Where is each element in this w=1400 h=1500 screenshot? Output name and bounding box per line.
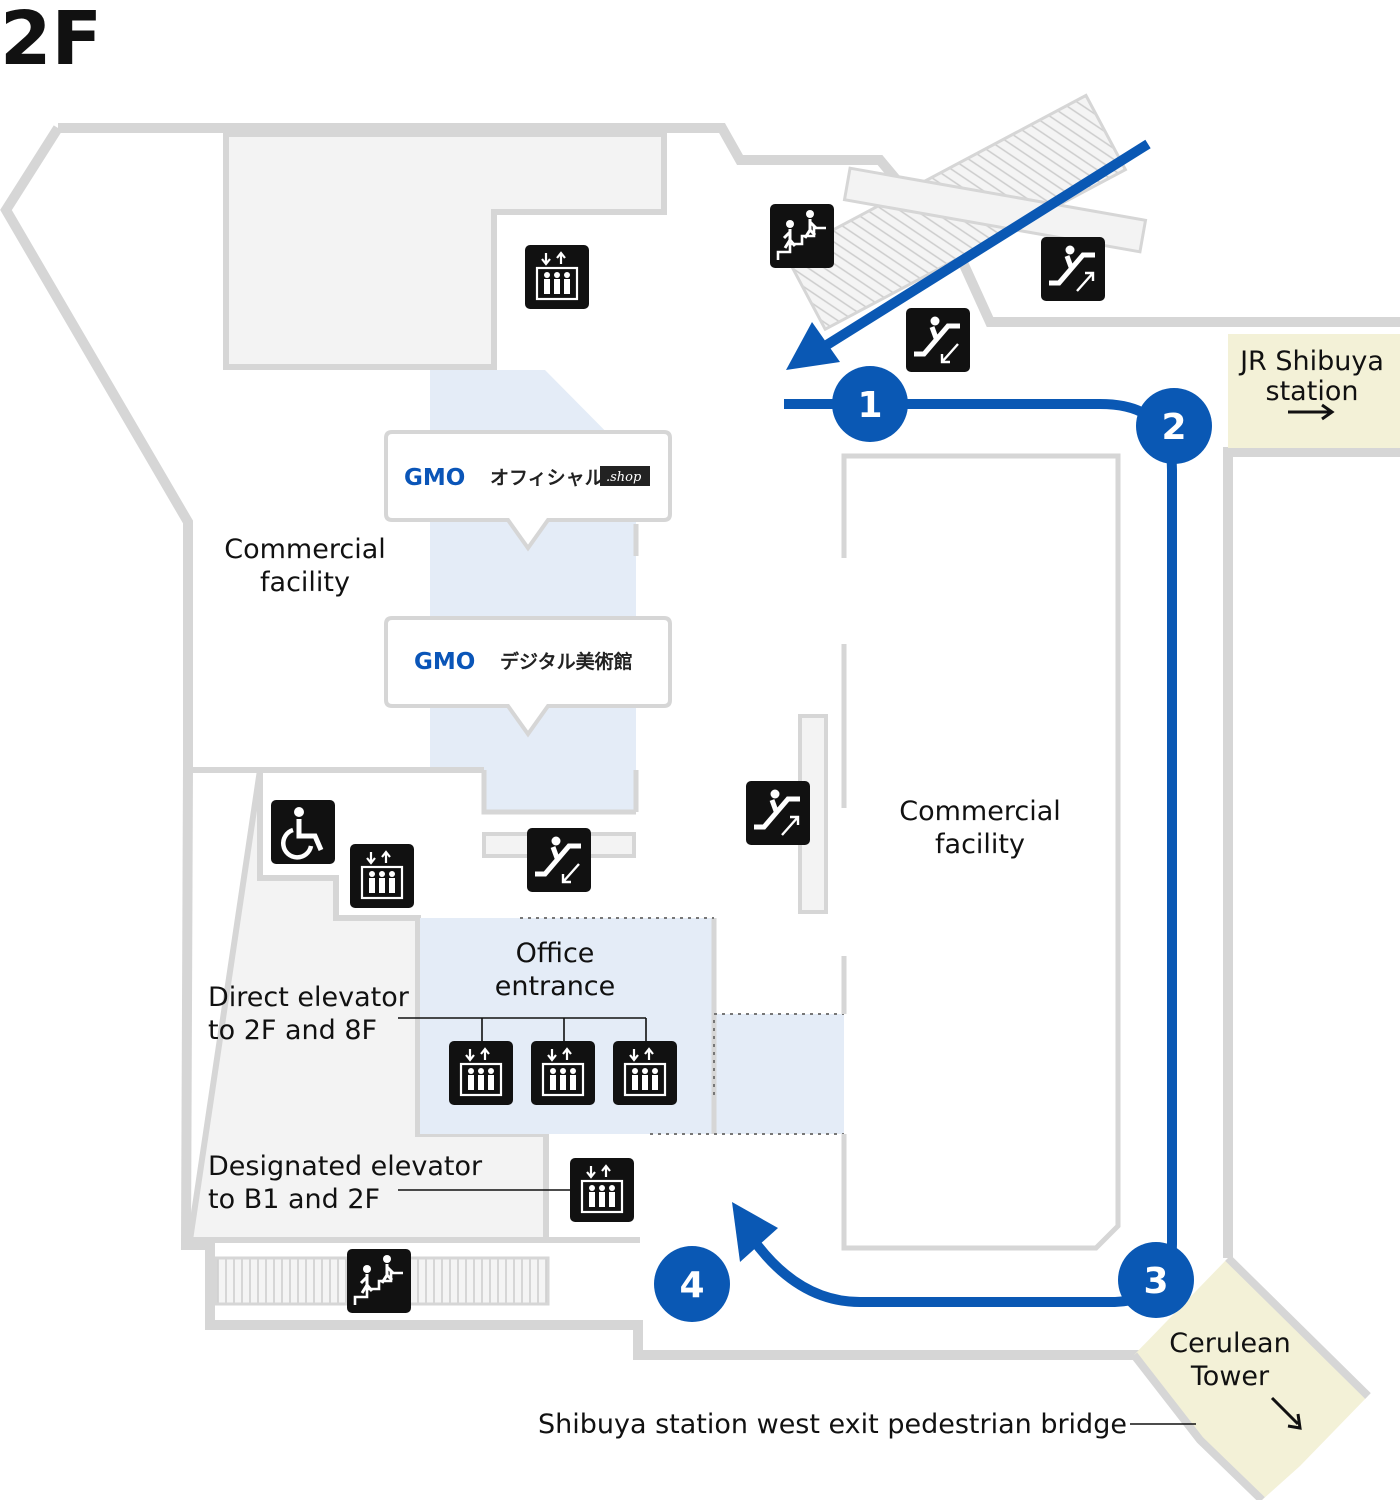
escalator-northeast [842,166,1148,254]
office-entrance-label-1: Office [516,938,595,969]
designated-elevator-label-2: to B1 and 2F [208,1184,380,1215]
office-vestibule [714,1014,844,1134]
gmo-shop-callout[interactable]: GMO オフィシャル .shop [384,430,672,552]
cerulean-label-1: Cerulean [1169,1328,1290,1359]
direct-elevator-label-2: to 2F and 8F [208,1015,377,1046]
route-step-2[interactable]: 2 [1136,388,1212,464]
jr-station-panel [1228,334,1400,448]
commercial-facility-west-label-1: Commercial [224,534,386,565]
route-step-3[interactable]: 3 [1118,1242,1194,1318]
stairs-icon[interactable] [345,1247,413,1315]
cerulean-label-2: Tower [1190,1361,1270,1392]
elevator-icon[interactable] [348,842,416,910]
svg-text:3: 3 [1143,1261,1168,1302]
commercial-facility-west-label-2: facility [260,567,350,598]
commercial-facility-east-label-2: facility [935,829,1025,860]
route-end-arrowhead [732,1202,778,1262]
commercial-block-east [841,453,1121,1251]
gmo-shop-badge: .shop [606,470,642,485]
jr-station-label-1: JR Shibuya [1238,346,1384,377]
pedestrian-bridge-label: Shibuya station west exit pedestrian bri… [538,1409,1127,1440]
svg-text:1: 1 [857,385,882,426]
escalator-up-icon[interactable] [746,781,810,845]
gmo-logo: GMO [414,649,475,675]
designated-elevator-label-1: Designated elevator [208,1151,483,1182]
route-step-1[interactable]: 1 [832,366,908,442]
building-outline-east [1223,447,1400,1258]
svg-text:2: 2 [1161,407,1186,448]
escalator-down-icon[interactable] [906,308,970,372]
service-room-north [223,131,667,370]
elevator-icon[interactable] [611,1039,679,1107]
route-step-4[interactable]: 4 [654,1246,730,1322]
service-core-south [190,770,484,812]
elevator-icon[interactable] [529,1039,597,1107]
escalator-up-icon[interactable] [1041,237,1105,301]
gmo-logo: GMO [404,465,465,491]
route-entry-arrow [803,139,1151,363]
jr-station-label-2: station [1266,376,1359,407]
cerulean-bridge [1134,1258,1368,1500]
building-outline-west [0,125,1140,1360]
wheelchair-icon[interactable] [271,800,335,864]
service-core [186,767,549,1243]
gmo-museum-callout[interactable]: GMO デジタル美術館 [384,616,672,738]
svg-text:4: 4 [679,1265,704,1306]
elevator-icon[interactable] [523,243,591,311]
leader-direct-elevator [398,1017,647,1042]
stairs-icon[interactable] [768,202,836,270]
elevator-icon[interactable] [568,1156,636,1224]
route-entry-arrowhead [786,322,840,370]
arrow-down-right-icon [1270,1396,1302,1430]
direct-elevator-label-1: Direct elevator [208,982,410,1013]
escalator-down-icon[interactable] [527,828,591,892]
arrow-right-icon [1288,403,1335,421]
elevator-icon[interactable] [447,1039,515,1107]
office-entrance-label-2: entrance [495,971,616,1002]
gmo-museum-name: デジタル美術館 [500,650,633,673]
gmo-shop-name: オフィシャル [490,467,604,489]
floor-label: 2F [0,0,102,82]
commercial-facility-east-label-1: Commercial [899,796,1061,827]
